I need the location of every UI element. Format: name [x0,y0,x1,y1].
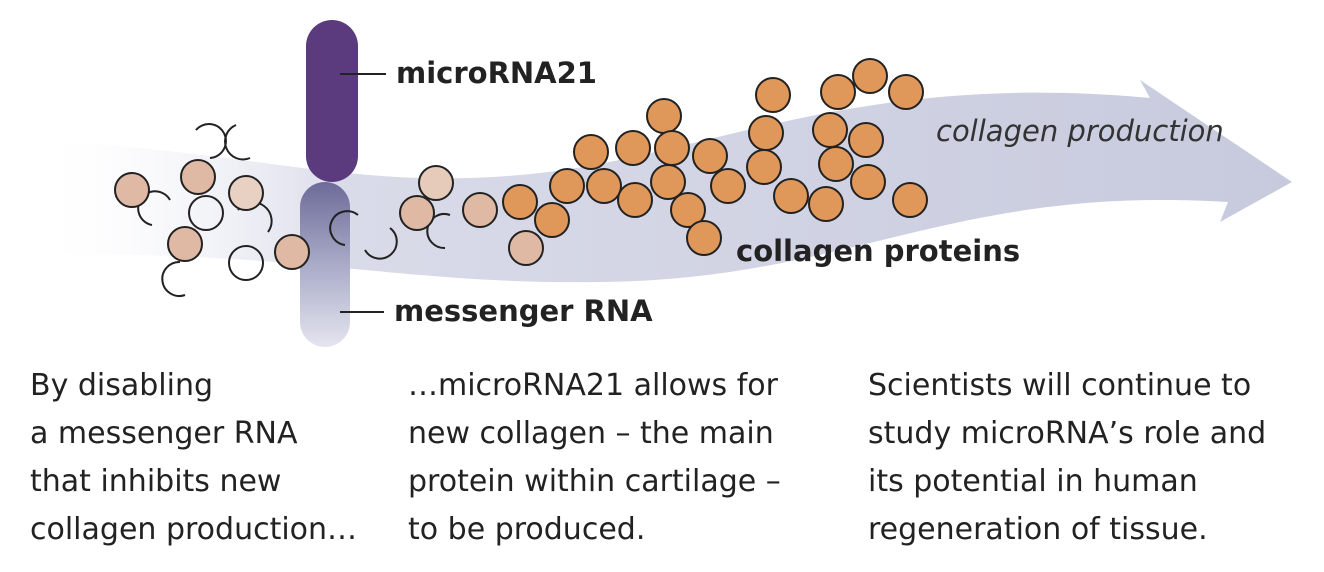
open-subunit [224,124,251,161]
open-subunit [195,123,227,159]
protein-faded [399,195,435,231]
protein [692,138,728,174]
protein [850,164,886,200]
protein [892,182,928,218]
protein [686,220,722,256]
protein [502,184,538,220]
protein [818,146,854,182]
protein [549,168,585,204]
protein [534,202,570,238]
protein [848,122,884,158]
protein [650,164,686,200]
microrna21-strand [306,20,358,182]
protein [755,77,791,113]
open-subunit [228,245,264,281]
open-subunit [188,195,224,231]
collagen-proteins-label: collagen proteins [736,234,1021,268]
faded-proteins [114,159,544,270]
protein [746,149,782,185]
open-subunit [426,213,451,250]
protein-faded [274,234,310,270]
protein [852,58,888,94]
protein [654,130,690,166]
caption-left: By disabling a messenger RNA that inhibi… [30,368,358,547]
protein-faded [462,192,498,228]
collagen-production-label: collagen production [936,114,1224,148]
protein [646,98,682,134]
microrna21-label: microRNA21 [396,56,597,90]
protein [773,178,809,214]
protein-faded [114,172,150,208]
open-subunit [161,260,186,297]
collagen-protein-cluster [502,58,928,256]
protein-faded [228,175,264,211]
caption-middle: …microRNA21 allows for new collagen – th… [408,368,781,547]
protein [573,134,609,170]
messenger-rna-strand [300,182,350,347]
collagen-diagram [30,20,1292,347]
open-subunit [329,210,359,246]
protein [812,112,848,148]
protein [808,186,844,222]
open-subunit [364,227,398,260]
protein-faded [167,226,203,262]
protein [615,130,651,166]
protein [670,192,706,228]
protein [888,74,924,110]
protein [586,168,622,204]
protein [710,168,746,204]
protein-faded [418,165,454,201]
protein [748,115,784,151]
messenger-rna-label: messenger RNA [394,294,653,328]
protein-faded [180,159,216,195]
protein [820,74,856,110]
protein [617,182,653,218]
caption-right: Scientists will continue to study microR… [868,368,1267,547]
protein-faded [508,230,544,266]
